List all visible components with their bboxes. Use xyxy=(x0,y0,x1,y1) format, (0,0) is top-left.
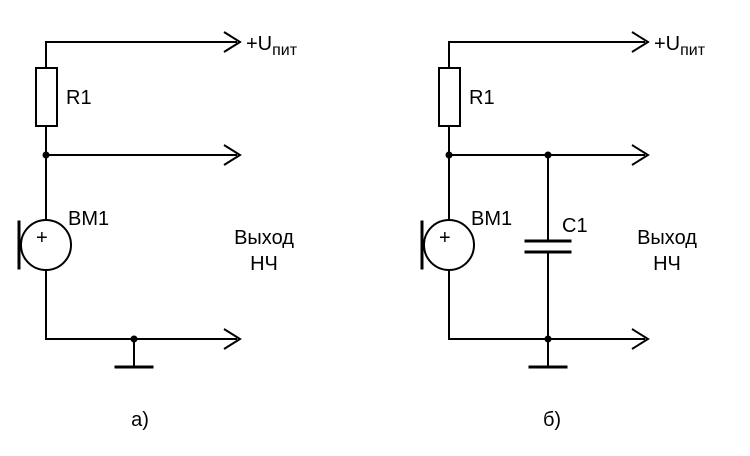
circuit-a: +Uпит R1 + BM1 Выход НЧ а) xyxy=(17,31,298,431)
ground-arrow-b xyxy=(631,328,650,350)
resistor-r1-a xyxy=(35,67,58,127)
mic-label-b: BM1 xyxy=(471,208,512,230)
resistor-r1-b xyxy=(438,67,461,127)
output-label-b-line1: Выход xyxy=(637,227,697,249)
resistor-label-a: R1 xyxy=(66,87,92,109)
resistor-label-b: R1 xyxy=(469,87,495,109)
ground-wire-a xyxy=(45,269,237,340)
output-label-a-line2: НЧ xyxy=(250,253,278,275)
supply-wire-a xyxy=(45,41,237,69)
output-label-a-line1: Выход xyxy=(234,227,294,249)
mic-polarity-b: + xyxy=(439,227,451,249)
supply-label-b: +Uпит xyxy=(654,33,706,59)
output-label-b-line2: НЧ xyxy=(653,253,681,275)
supply-wire-b xyxy=(448,41,645,69)
ground-arrow-a xyxy=(223,328,242,350)
supply-arrow-b xyxy=(631,31,650,53)
caption-a: а) xyxy=(131,409,149,431)
circuit-b: +Uпит R1 C1 + BM1 Выход НЧ б) xyxy=(420,31,706,431)
mic-polarity-a: + xyxy=(36,227,48,249)
output-arrow-b xyxy=(631,144,650,166)
caption-b: б) xyxy=(543,409,561,431)
mic-label-a: BM1 xyxy=(68,208,109,230)
ground-wire-b xyxy=(448,269,645,340)
supply-arrow-a xyxy=(223,31,242,53)
capacitor-label-b: C1 xyxy=(562,215,588,237)
supply-label-a: +Uпит xyxy=(246,33,298,59)
output-arrow-a xyxy=(223,144,242,166)
